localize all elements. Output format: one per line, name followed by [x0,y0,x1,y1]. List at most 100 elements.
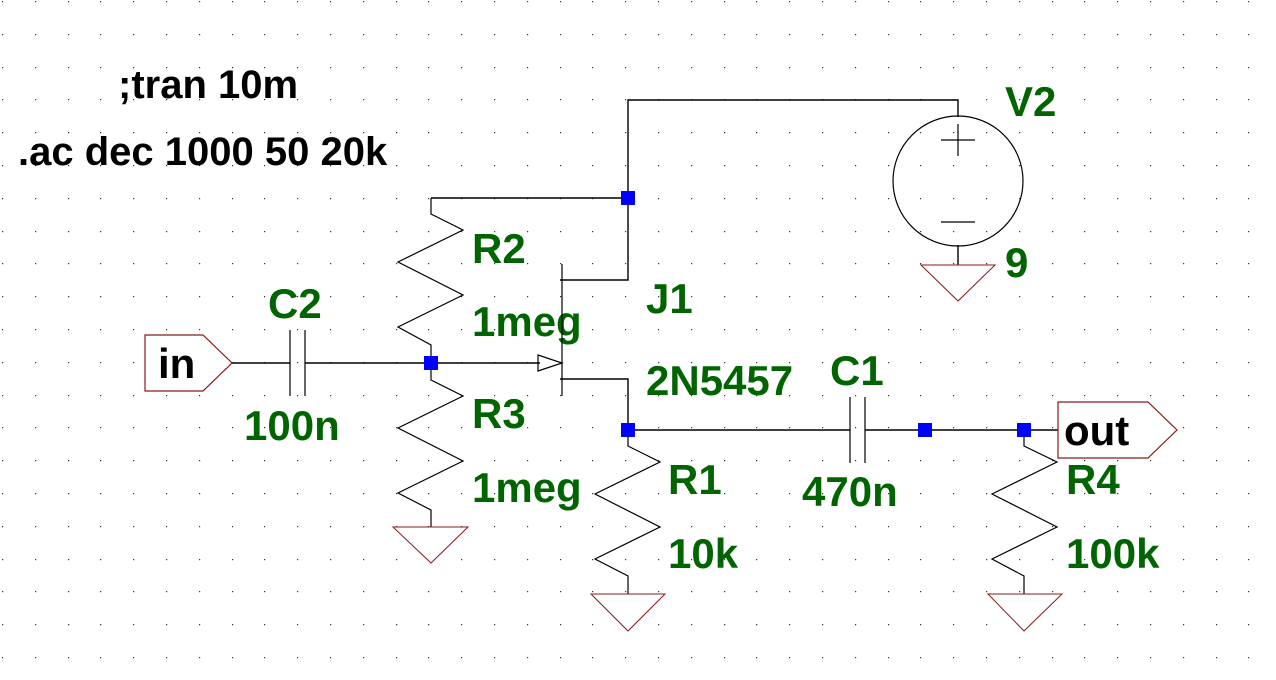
v2-ref-label[interactable]: V2 [1005,78,1056,125]
grid-dot [396,591,398,593]
grid-dot [1216,427,1218,429]
grid-dot [1019,67,1021,69]
grid-dot [1019,132,1021,134]
wire-source[interactable] [560,378,629,430]
c2-ref-label[interactable]: C2 [268,280,322,327]
grid-dot [1248,559,1250,561]
grid-dot [1248,329,1250,331]
port-out[interactable]: out [1057,401,1178,459]
c1-ref-label[interactable]: C1 [830,347,884,394]
j1-ref-label[interactable]: J1 [646,275,693,322]
grid-dot [264,559,266,561]
r1-value-label[interactable]: 10k [668,530,739,577]
grid-dot [297,296,299,298]
grid-dot [1248,395,1250,397]
grid-dot [199,165,201,167]
r4-ref-label[interactable]: R4 [1066,456,1120,503]
grid-dot [986,165,988,167]
grid-dot [199,591,201,593]
grid-dot [1117,329,1119,331]
grid-dot [363,263,365,265]
grid-dot [232,624,234,626]
resistor-r3-icon[interactable] [396,363,465,527]
capacitor-c2-icon[interactable] [289,330,306,396]
grid-dot [100,395,102,397]
resistor-r1-icon[interactable] [593,430,662,594]
capacitor-c1-icon[interactable] [849,397,866,463]
r2-value-label[interactable]: 1meg [472,298,582,345]
grid-dot [658,198,660,200]
grid-dot [888,263,890,265]
ground-icon [986,593,1064,632]
grid-dot [986,657,988,659]
grid-dot [1052,362,1054,364]
grid-dot [1084,263,1086,265]
grid-dot [822,231,824,233]
grid-dot [2,231,4,233]
grid-dot [888,624,890,626]
grid-dot [625,395,627,397]
wire-vdd-top[interactable] [627,99,959,198]
grid-dot [756,296,758,298]
grid-dot [560,591,562,593]
grid-dot [100,132,102,134]
directive-tran[interactable]: ;tran 10m [118,63,298,107]
grid-dot [35,198,37,200]
c2-value-label[interactable]: 100n [244,402,340,449]
grid-dot [100,591,102,593]
resistor-r2-icon[interactable] [396,198,465,363]
r1-ref-label[interactable]: R1 [668,456,722,503]
grid-dot [855,526,857,528]
grid-dot [625,1,627,3]
grid-dot [35,231,37,233]
grid-dot [1019,460,1021,462]
grid-dot [822,362,824,364]
grid-dot [1150,263,1152,265]
grid-dot [625,34,627,36]
grid-dot [1052,526,1054,528]
grid-dot [658,591,660,593]
grid-dot [133,427,135,429]
grid-dot [658,132,660,134]
grid-dot [1248,591,1250,593]
r4-value-label[interactable]: 100k [1066,530,1160,577]
grid-dot [330,329,332,331]
port-in[interactable]: in [144,334,233,392]
grid-dot [2,329,4,331]
grid-dot [592,132,594,134]
grid-dot [461,591,463,593]
grid-dot [199,427,201,429]
r3-ref-label[interactable]: R3 [472,390,526,437]
voltage-source-v2[interactable] [892,115,1024,247]
c1-value-label[interactable]: 470n [802,468,898,515]
grid-dot [1183,263,1185,265]
grid-dot [428,1,430,3]
grid-dot [1052,657,1054,659]
grid-dot [494,559,496,561]
jfet-j1-icon[interactable] [537,264,564,396]
grid-dot [920,395,922,397]
grid-dot [100,526,102,528]
r3-value-label[interactable]: 1meg [472,464,582,511]
grid-dot [1117,34,1119,36]
grid-dot [724,296,726,298]
v2-value-label[interactable]: 9 [1005,239,1028,286]
wire-drain[interactable] [560,198,629,281]
resistor-r4-icon[interactable] [990,430,1059,594]
j1-value-label[interactable]: 2N5457 [646,357,793,404]
grid-dot [691,493,693,495]
grid-dot [527,165,529,167]
grid-dot [822,165,824,167]
grid-dot [592,493,594,495]
grid-dot [1117,198,1119,200]
grid-dot [100,231,102,233]
grid-dot [953,231,955,233]
r2-ref-label[interactable]: R2 [472,225,526,272]
grid-dot [100,493,102,495]
grid-dot [363,329,365,331]
grid-dot [68,624,70,626]
grid-dot [199,526,201,528]
grid-dot [888,559,890,561]
directive-ac[interactable]: .ac dec 1000 50 20k [18,130,388,174]
